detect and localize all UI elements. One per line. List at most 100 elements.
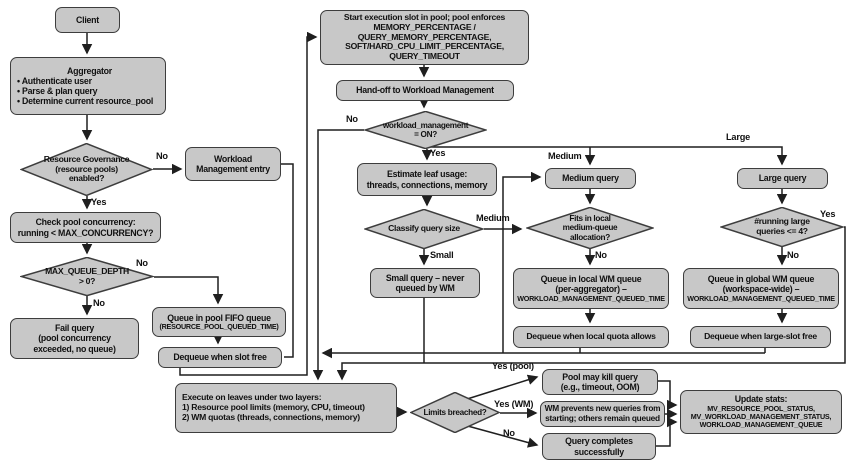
queue-fifo-label: Queue in pool FIFO queue bbox=[167, 312, 271, 323]
running-decision-label: queries <= 4? bbox=[756, 226, 808, 236]
estimate-label: Estimate leaf usage: bbox=[386, 169, 468, 180]
edge-medium-up-mediumquery bbox=[502, 171, 542, 229]
edge-label-wmon-yes: Yes bbox=[430, 148, 446, 158]
edge-dequeue-loop-start bbox=[179, 31, 318, 376]
estimate-label: threads, connections, memory bbox=[366, 179, 488, 190]
edge-label-branch-medium: Medium bbox=[548, 151, 582, 161]
medium-query-label: Medium query bbox=[562, 173, 619, 184]
start-exec-node: Start execution slot in pool; pool enfor… bbox=[320, 10, 529, 65]
aggregator-bullet: • Determine current resource_pool bbox=[17, 96, 154, 107]
wm-on-decision: workload_management = ON? bbox=[364, 111, 487, 149]
edge-label-limits-no: No bbox=[503, 428, 515, 438]
queue-local-label: Queue in local WM queue bbox=[540, 274, 642, 285]
edge-limits-no bbox=[463, 424, 539, 448]
queue-global-label: (workspace-wide) – bbox=[722, 284, 800, 295]
pool-kill-node: Pool may kill query (e.g., timeout, OOM) bbox=[542, 369, 658, 395]
aggregator-node: Aggregator • Authenticate user • Parse &… bbox=[10, 57, 166, 115]
edge-limits-yespool bbox=[463, 374, 539, 401]
fits-decision-label: allocation? bbox=[570, 232, 610, 242]
pool-kill-label: (e.g., timeout, OOM) bbox=[560, 382, 640, 392]
execute-label: 2) WM quotas (threads, connections, memo… bbox=[182, 411, 360, 422]
queue-local-var: WORKLOAD_MANAGEMENT_QUEUED_TIME bbox=[517, 293, 665, 303]
rg-decision-label: enabled? bbox=[68, 173, 105, 184]
edge-label-running-no: No bbox=[787, 250, 799, 260]
edge-label-limits-yes-wm: Yes (WM) bbox=[494, 399, 534, 409]
edge-label-maxq-down-no: No bbox=[93, 298, 105, 308]
queue-global-node: Queue in global WM queue (workspace-wide… bbox=[683, 268, 839, 309]
queue-fifo-node: Queue in pool FIFO queue (RESOURCE_POOL_… bbox=[152, 307, 286, 337]
estimate-node: Estimate leaf usage: threads, connection… bbox=[357, 163, 497, 196]
edge-label-running-yes: Yes bbox=[820, 209, 836, 219]
wm-prevents-node: WM prevents new queries from starting; o… bbox=[540, 401, 665, 427]
query-completes-label: Query completes bbox=[565, 436, 633, 447]
wm-entry-node: Workload Management entry bbox=[185, 147, 281, 181]
queue-local-node: Queue in local WM queue (per-aggregator)… bbox=[513, 268, 669, 309]
query-completes-label: successfully bbox=[574, 446, 624, 457]
dequeue-slot-label: Dequeue when slot free bbox=[173, 352, 267, 363]
wm-entry-label: Management entry bbox=[196, 164, 270, 174]
query-completes-node: Query completes successfully bbox=[542, 433, 656, 460]
queue-local-label: (per-aggregator) – bbox=[555, 284, 627, 295]
execute-node: Execute on leaves under two layers: 1) R… bbox=[175, 383, 397, 433]
update-stats-var: WORKLOAD_MANAGEMENT_QUEUE bbox=[699, 420, 823, 430]
start-exec-var: MEMORY_PERCENTAGE / bbox=[373, 21, 476, 32]
start-exec-var: SOFT/HARD_CPU_LIMIT_PERCENTAGE, bbox=[345, 41, 504, 52]
medium-query-node: Medium query bbox=[545, 168, 636, 189]
edge-label-maxq-right-no: No bbox=[136, 258, 148, 268]
wm-prevents-label: WM prevents new queries from bbox=[544, 403, 661, 414]
update-stats-var: MV_RESOURCE_POOL_STATUS, bbox=[707, 403, 815, 413]
check-pool-node: Check pool concurrency: running < MAX_CO… bbox=[10, 212, 161, 243]
wm-on-decision-label: workload_management bbox=[382, 120, 469, 130]
aggregator-bullet: • Parse & plan query bbox=[17, 86, 98, 96]
edge-label-rg-no: No bbox=[156, 151, 168, 161]
max-queue-depth-decision: MAX_QUEUE_DEPTH > 0? bbox=[20, 257, 154, 296]
edge-maxq-fifo bbox=[154, 276, 224, 305]
update-stats-var: MV_WORKLOAD_MANAGEMENT_STATUS, bbox=[690, 411, 832, 421]
limits-breached-decision: Limits breached? bbox=[410, 392, 500, 433]
dequeue-global-node: Dequeue when large-slot free bbox=[690, 326, 831, 348]
large-query-node: Large query bbox=[737, 168, 828, 189]
dequeue-slot-node: Dequeue when slot free bbox=[158, 347, 282, 368]
client-node: Client bbox=[55, 7, 120, 33]
limits-decision-label: Limits breached? bbox=[423, 407, 487, 417]
small-query-label: queued by WM bbox=[395, 283, 455, 293]
dequeue-global-label: Dequeue when large-slot free bbox=[704, 331, 817, 342]
edge-label-wmon-no: No bbox=[346, 114, 358, 124]
wm-prevents-label: starting; others remain queued bbox=[545, 413, 660, 423]
edge-wm-entry-down bbox=[281, 163, 294, 358]
fail-query-label: (pool concurrency bbox=[38, 333, 111, 344]
rg-decision-label: Resource Governance bbox=[43, 154, 130, 165]
update-stats-label: Update stats: bbox=[734, 394, 788, 405]
small-query-label: Small query – never bbox=[385, 272, 465, 283]
edge-label-branch-large: Large bbox=[726, 132, 751, 142]
dequeue-local-label: Dequeue when local quota allows bbox=[526, 331, 656, 342]
queue-global-label: Queue in global WM queue bbox=[707, 274, 815, 285]
large-query-label: Large query bbox=[758, 173, 807, 184]
start-exec-label: Start execution slot in pool; pool enfor… bbox=[343, 11, 506, 22]
fits-decision-label: medium-queue bbox=[562, 223, 618, 233]
aggregator-title: Aggregator bbox=[67, 65, 112, 76]
edge-label-classify-medium: Medium bbox=[476, 213, 510, 223]
fits-local-decision: Fits in local medium-queue allocation? bbox=[526, 207, 654, 249]
classify-decision-label: Classify query size bbox=[388, 223, 460, 234]
edge-poolkill-update bbox=[658, 380, 678, 411]
running-decision-label: #running large bbox=[754, 216, 810, 227]
fail-query-label: exceeded, no queue) bbox=[33, 343, 116, 354]
edge-running-yes-execute bbox=[336, 226, 846, 381]
fail-query-node: Fail query (pool concurrency exceeded, n… bbox=[10, 318, 139, 359]
queue-global-var: WORKLOAD_MANAGEMENT_QUEUED_TIME bbox=[687, 293, 835, 303]
running-large-decision: #running large queries <= 4? bbox=[720, 207, 844, 247]
edge-wmon-no-execute bbox=[312, 129, 364, 381]
pool-kill-label: Pool may kill query bbox=[562, 371, 638, 382]
execute-label: 1) Resource pool limits (memory, CPU, ti… bbox=[182, 402, 365, 413]
start-exec-var: QUERY_TIMEOUT bbox=[389, 51, 460, 62]
client-label: Client bbox=[76, 14, 99, 25]
aggregator-bullet: • Authenticate user bbox=[17, 75, 92, 86]
check-pool-label: Check pool concurrency: bbox=[35, 217, 136, 228]
small-query-node: Small query – never queued by WM bbox=[370, 268, 480, 298]
update-stats-node: Update stats: MV_RESOURCE_POOL_STATUS, M… bbox=[680, 390, 842, 434]
maxq-decision-label: MAX_QUEUE_DEPTH bbox=[45, 265, 129, 276]
edge-branch-large bbox=[427, 146, 788, 166]
